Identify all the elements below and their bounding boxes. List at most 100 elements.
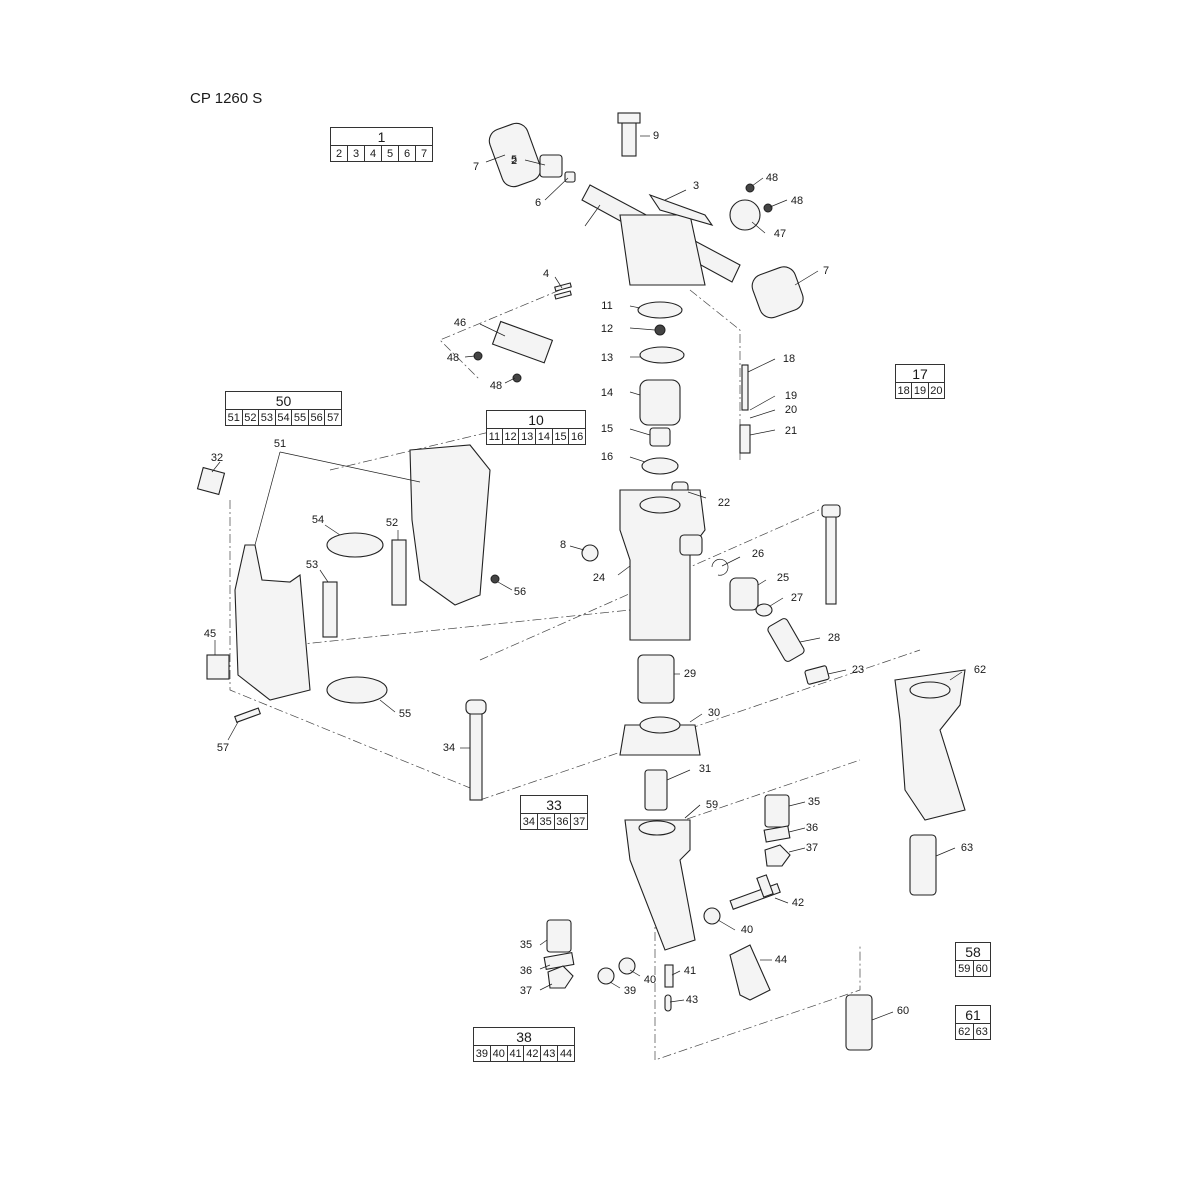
kit-table-58: 58 59 60 <box>955 942 991 977</box>
callout-label: 41 <box>683 965 697 977</box>
callout-label: 42 <box>791 897 805 909</box>
callout-label: 14 <box>600 387 614 399</box>
kit-number: 58 <box>955 942 991 961</box>
callout-label: 30 <box>707 707 721 719</box>
kit-item: 35 <box>536 813 555 830</box>
kit-item: 39 <box>473 1045 491 1062</box>
callout-label: 31 <box>698 763 712 775</box>
callout-label: 48 <box>765 172 779 184</box>
kit-item: 3 <box>347 145 365 162</box>
kit-item: 20 <box>927 382 946 399</box>
callout-label: 18 <box>782 353 796 365</box>
callout-label: 9 <box>652 130 660 142</box>
callout-label: 46 <box>453 317 467 329</box>
kit-table-50: 50 51 52 53 54 55 56 57 <box>225 391 342 426</box>
kit-item: 40 <box>489 1045 508 1062</box>
kit-item: 6 <box>398 145 416 162</box>
callout-label: 16 <box>600 451 614 463</box>
kit-table-61: 61 62 63 <box>955 1005 991 1040</box>
callout-label: 35 <box>807 796 821 808</box>
callout-label: 23 <box>851 664 865 676</box>
callout-label: 37 <box>519 985 533 997</box>
kit-item: 52 <box>241 409 260 426</box>
callout-label: 4 <box>542 268 550 280</box>
callout-label: 63 <box>960 842 974 854</box>
leader-lines <box>211 135 963 1021</box>
kit-table-1: 1 2 3 4 5 6 7 <box>330 127 433 162</box>
kit-number: 33 <box>520 795 588 814</box>
kit-item: 2 <box>330 145 348 162</box>
callout-label: 29 <box>683 668 697 680</box>
kit-number: 1 <box>330 127 433 146</box>
callout-label: 6 <box>534 197 542 209</box>
kit-item: 55 <box>291 409 309 426</box>
callout-label: 11 <box>601 300 613 312</box>
kit-item: 41 <box>506 1045 525 1062</box>
kit-table-33: 33 34 35 36 37 <box>520 795 588 830</box>
optional-chucks <box>845 669 966 1051</box>
callout-label: 24 <box>592 572 606 584</box>
callout-label: 32 <box>210 452 224 464</box>
callout-label: 12 <box>600 323 614 335</box>
kit-item: 56 <box>307 409 326 426</box>
callout-label: 21 <box>784 425 798 437</box>
kit-item: 11 <box>486 428 503 445</box>
kit-item: 62 <box>955 1023 974 1040</box>
callout-label: 26 <box>751 548 765 560</box>
retainer-parts <box>543 794 791 1012</box>
callout-label: 27 <box>790 592 804 604</box>
callout-label: 44 <box>774 954 788 966</box>
callout-label: 56 <box>513 586 527 598</box>
kit-number: 61 <box>955 1005 991 1024</box>
kit-item: 51 <box>225 409 243 426</box>
kit-item: 44 <box>557 1045 575 1062</box>
callout-label: 20 <box>784 404 798 416</box>
callout-label: 25 <box>776 572 790 584</box>
callout-label: 62 <box>973 664 987 676</box>
callout-label: 2 <box>510 155 518 167</box>
callout-label: 48 <box>446 352 460 364</box>
kit-item: 18 <box>894 382 913 399</box>
callout-label: 7 <box>822 265 830 277</box>
kit-number: 17 <box>895 364 945 383</box>
chuck-assembly <box>465 654 701 951</box>
kit-item: 13 <box>518 428 537 445</box>
kit-number: 38 <box>473 1027 575 1046</box>
callout-label: 36 <box>805 822 819 834</box>
kit-item: 63 <box>972 1023 991 1040</box>
kit-item: 53 <box>258 409 276 426</box>
callout-label: 47 <box>773 228 787 240</box>
callout-label: 52 <box>385 517 399 529</box>
callout-label: 8 <box>559 539 567 551</box>
callout-label: 51 <box>273 438 287 450</box>
callout-label: 40 <box>643 974 657 986</box>
kit-item: 42 <box>523 1045 542 1062</box>
callout-label: 60 <box>896 1005 910 1017</box>
kit-item: 16 <box>568 428 586 445</box>
callout-label: 57 <box>216 742 230 754</box>
kit-number: 50 <box>225 391 342 410</box>
kit-item: 57 <box>324 409 342 426</box>
kit-item: 60 <box>972 960 991 977</box>
callout-label: 48 <box>790 195 804 207</box>
callout-label: 15 <box>600 423 614 435</box>
kit-item: 15 <box>551 428 570 445</box>
assembly-lines <box>229 289 921 1061</box>
callout-label: 22 <box>717 497 731 509</box>
kit-item: 4 <box>364 145 382 162</box>
kit-item: 5 <box>381 145 399 162</box>
callout-label: 5 <box>510 154 518 166</box>
callout-label: 36 <box>519 965 533 977</box>
housing-assembly <box>196 320 554 723</box>
callout-label: 35 <box>519 939 533 951</box>
callout-label: 13 <box>600 352 614 364</box>
callout-label: 55 <box>398 708 412 720</box>
callout-label: 7 <box>472 161 480 173</box>
callout-label: 54 <box>311 514 325 526</box>
callout-label: 34 <box>442 742 456 754</box>
kit-table-38: 38 39 40 41 42 43 44 <box>473 1027 575 1062</box>
callout-label: 3 <box>692 180 700 192</box>
kit-item: 19 <box>911 382 929 399</box>
